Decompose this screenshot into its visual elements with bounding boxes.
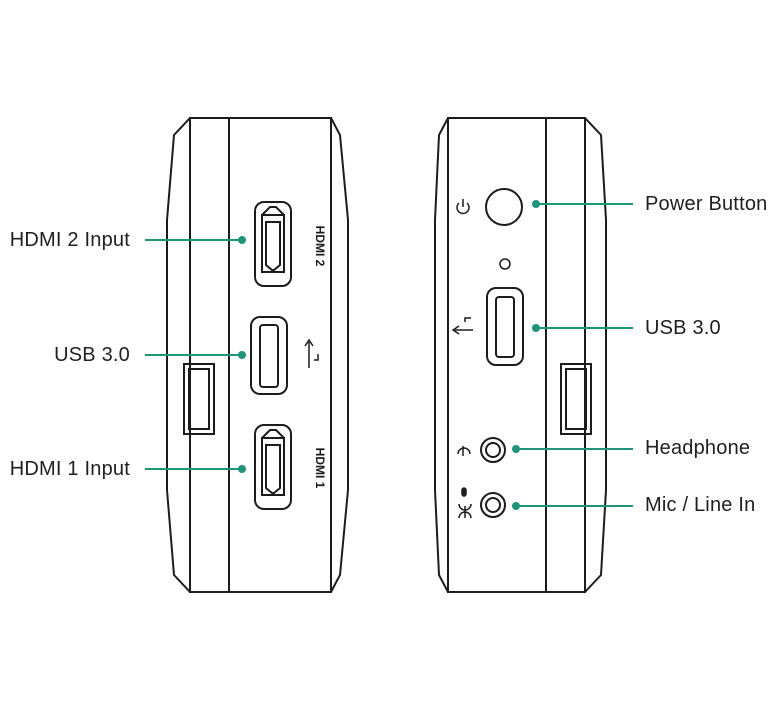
hdmi2-print: HDMI 2: [313, 226, 327, 267]
callout-headphone: [512, 445, 633, 453]
hdmi1-port: [254, 424, 292, 510]
callout-mic: [512, 502, 633, 510]
label-hdmi1-input: HDMI 1 Input: [9, 458, 130, 480]
usb-ss-logo-right-icon: [451, 317, 473, 335]
hdmi1-print: HDMI 1: [313, 448, 327, 489]
callout-usb-left: [145, 351, 246, 359]
right-device-body: [447, 117, 586, 593]
left-device-latch: [183, 363, 215, 435]
right-device-outer-bumper-right: [584, 117, 607, 593]
status-led: [499, 258, 511, 270]
usb-ss-logo-left-icon: [304, 338, 319, 368]
callout-power: [532, 200, 633, 208]
label-mic-line-in: Mic / Line In: [645, 494, 756, 516]
right-device: [434, 117, 607, 593]
label-usb-right: USB 3.0: [645, 317, 721, 339]
label-power-button: Power Button: [645, 193, 768, 215]
label-headphone: Headphone: [645, 437, 751, 459]
label-hdmi2-input: HDMI 2 Input: [9, 229, 130, 251]
mic-icon: [458, 487, 472, 519]
mic-jack: [480, 492, 506, 518]
usb-port-left: [250, 316, 288, 395]
callout-hdmi2: [145, 236, 246, 244]
power-icon: [456, 199, 470, 215]
headphone-jack: [480, 437, 506, 463]
usb-port-right: [486, 287, 524, 366]
hdmi2-port: [254, 201, 292, 287]
right-device-latch: [560, 363, 592, 435]
right-device-outer-bumper-left: [434, 117, 449, 593]
callout-hdmi1: [145, 465, 246, 473]
label-usb-left: USB 3.0: [54, 344, 130, 366]
power-button[interactable]: [485, 188, 523, 226]
callouts: [145, 200, 633, 510]
left-device-outer-bumper-right: [330, 117, 349, 593]
headphone-icon: [457, 446, 471, 456]
callout-usb-right: [532, 324, 633, 332]
